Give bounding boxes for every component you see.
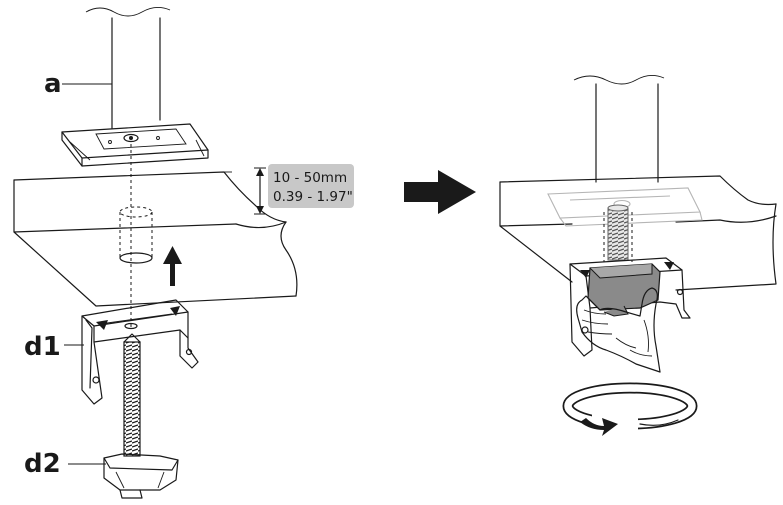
desk-hole — [119, 206, 153, 264]
callout-a: a — [44, 69, 112, 99]
part-label-d1: d1 — [24, 332, 61, 362]
base-plate — [61, 123, 209, 167]
thickness-dimension — [254, 167, 266, 215]
exploded-view: 10 - 50mm 0.39 - 1.97" — [13, 7, 354, 499]
part-label-d2: d2 — [24, 449, 61, 479]
thickness-metric: 10 - 50mm — [273, 170, 347, 186]
hand-illustration — [576, 287, 661, 373]
clamp-knob — [103, 453, 179, 499]
clamp-knob-assembled — [587, 263, 661, 317]
callout-d1: d1 — [24, 332, 84, 362]
clamp-bracket — [81, 299, 199, 405]
right-arrow-icon — [404, 170, 476, 214]
assembled-view — [499, 75, 777, 436]
monitor-post — [85, 7, 171, 129]
desk-top-assembled — [499, 175, 777, 291]
monitor-post-assembled — [573, 75, 665, 183]
clamp-screw-thread — [123, 333, 141, 457]
rotate-clockwise-icon — [562, 382, 698, 436]
screw-through-desk — [603, 204, 633, 262]
thickness-badge: 10 - 50mm 0.39 - 1.97" — [268, 164, 354, 208]
thickness-imperial: 0.39 - 1.97" — [273, 189, 353, 205]
desk-top — [13, 171, 298, 307]
up-arrow-icon — [163, 246, 182, 286]
part-label-a: a — [44, 69, 62, 99]
callout-d2: d2 — [24, 449, 106, 479]
